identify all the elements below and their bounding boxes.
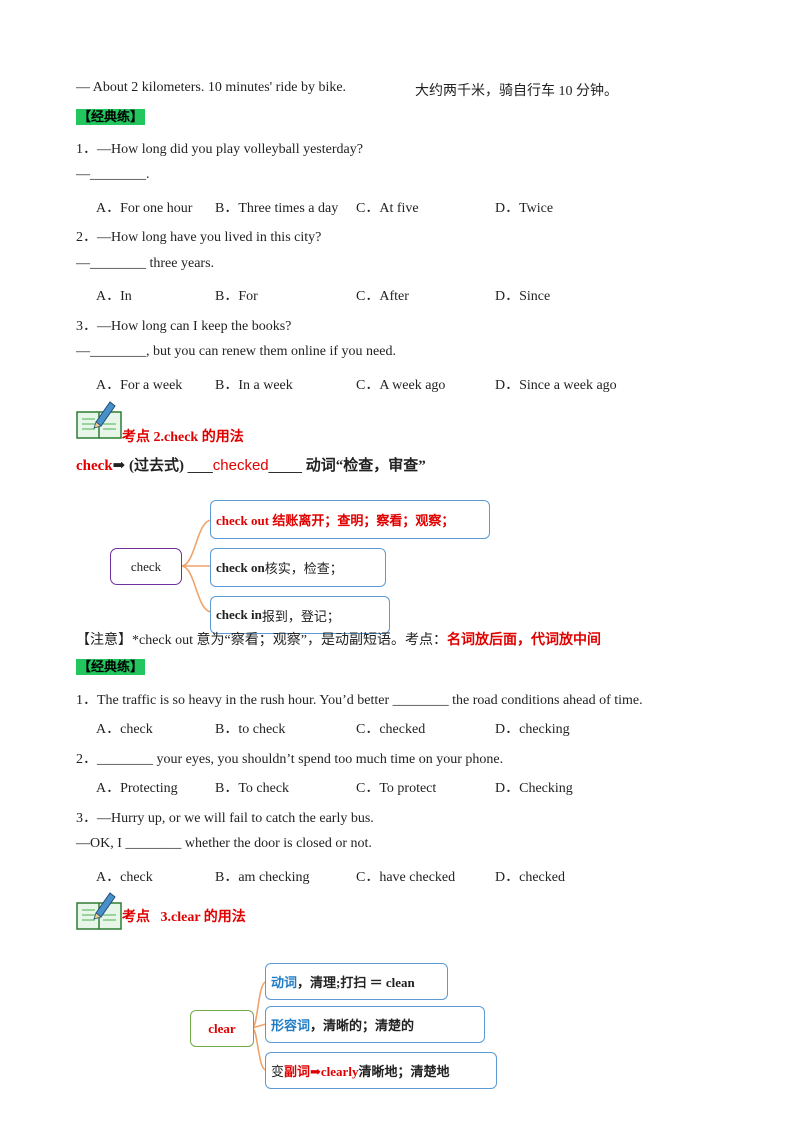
option-b[interactable]: B．am checking	[215, 870, 310, 885]
option-c[interactable]: C．A week ago	[356, 378, 446, 393]
question-3: 3．—Hurry up, or we will fail to catch th…	[76, 811, 374, 826]
branch-verb-meaning: ，清理;打扫 ＝ clean	[297, 975, 415, 990]
option-a[interactable]: A．check	[96, 722, 153, 737]
branch-adverb: 变副词➡clearly 清晰地；清楚地	[265, 1052, 497, 1089]
branch-check-on-term: check on	[216, 559, 265, 575]
option-d[interactable]: D．Twice	[495, 201, 554, 216]
option-d[interactable]: D．Checking	[495, 781, 573, 796]
option-a[interactable]: A．In	[96, 289, 132, 304]
branch-adjective-meaning: ，清晰的；清楚的	[310, 1018, 415, 1033]
branch-check-in: check in 报到，登记；	[210, 596, 390, 634]
option-a[interactable]: A．For a week	[96, 378, 183, 393]
question-2: 2．________ your eyes, you shouldn’t spen…	[76, 752, 504, 767]
section-title-text: 2.check 的用法	[153, 430, 244, 445]
option-b[interactable]: B．In a week	[215, 378, 293, 393]
branch-adjective-pos: 形容词	[271, 1018, 311, 1033]
option-c[interactable]: C．have checked	[356, 870, 456, 885]
section-title-prefix: 考点	[122, 430, 150, 445]
check-past-line: check➡ (过去式) ___checked____ 动词“检查，审查”	[76, 454, 426, 475]
option-a[interactable]: A．check	[96, 870, 153, 885]
branch-adverb-meaning: 清晰地；清楚地	[358, 1064, 450, 1079]
mind-map-center: clear	[190, 1010, 254, 1047]
branch-verb: 动词，清理;打扫 ＝ clean	[265, 963, 448, 1000]
blank-left: ___	[187, 457, 213, 474]
branch-check-out-label: check out 结账离开；查明；察看；观察；	[216, 513, 455, 528]
arrow-icon: ➡	[112, 458, 126, 474]
branch-adverb-prefix: 变	[271, 1064, 285, 1079]
option-a[interactable]: A．For one hour	[96, 201, 193, 216]
question-1: 1．The traffic is so heavy in the rush ho…	[76, 693, 643, 708]
past-tense-label: (过去式)	[125, 458, 188, 474]
book-pencil-icon	[76, 892, 122, 930]
option-a[interactable]: A．Protecting	[96, 781, 178, 796]
option-c[interactable]: C．After	[356, 289, 409, 304]
branch-adjective: 形容词，清晰的；清楚的	[265, 1006, 485, 1043]
option-b[interactable]: B．to check	[215, 722, 286, 737]
answer-line: — About 2 kilometers. 10 minutes' ride b…	[76, 80, 347, 95]
branch-adverb-pos: 副词➡clearly	[284, 1064, 359, 1079]
blank-right: ____	[268, 457, 303, 474]
section-title: 考点 2.check 的用法	[122, 426, 244, 446]
option-d[interactable]: D．Since	[495, 289, 551, 304]
section-title: 考点 3.clear 的用法	[122, 906, 246, 926]
branch-check-in-term: check in	[216, 607, 262, 622]
past-form: checked	[212, 457, 269, 474]
option-c[interactable]: C．To protect	[356, 781, 437, 796]
branch-check-on: check on 核实，检查；	[210, 548, 386, 587]
note-text: 【注意】*check out 意为“察看；观察”，是动副短语。考点：	[76, 633, 447, 648]
answer-blank-3: —OK, I ________ whether the door is clos…	[76, 836, 372, 851]
section-title-text: 3.clear 的用法	[160, 910, 246, 925]
answer-blank-2: —________ three years.	[76, 256, 215, 271]
word-check: check	[76, 458, 113, 474]
question-2: 2．—How long have you lived in this city?	[76, 230, 322, 245]
option-c[interactable]: C．At five	[356, 201, 419, 216]
branch-check-out: check out 结账离开；查明；察看；观察；	[210, 500, 490, 539]
option-b[interactable]: B．Three times a day	[215, 201, 339, 216]
section-title-prefix: 考点	[122, 910, 150, 925]
option-b[interactable]: B．For	[215, 289, 258, 304]
note-line: 【注意】*check out 意为“察看；观察”，是动副短语。考点：名词放后面，…	[76, 629, 601, 649]
answer-blank-1: —________.	[76, 167, 150, 182]
mind-map-center: check	[110, 548, 182, 585]
branch-check-in-meaning: 报到，登记；	[261, 608, 340, 624]
meaning: 动词“检查，审查”	[302, 458, 426, 474]
answer-translation: 大约两千米，骑自行车 10 分钟。	[415, 84, 618, 99]
answer-blank-3: —________, but you can renew them online…	[76, 344, 396, 359]
practice-tag: 【经典练】	[76, 109, 146, 125]
book-pencil-icon	[76, 401, 122, 439]
question-1: 1．—How long did you play volleyball yest…	[76, 142, 363, 157]
note-highlight: 名词放后面，代词放中间	[446, 633, 601, 648]
option-d[interactable]: D．checking	[495, 722, 570, 737]
branch-check-on-meaning: 核实，检查；	[264, 561, 343, 576]
mind-map-center-label: clear	[208, 1020, 236, 1036]
practice-tag: 【经典练】	[76, 659, 146, 675]
option-c[interactable]: C．checked	[356, 722, 426, 737]
branch-verb-pos: 动词	[271, 975, 298, 990]
mind-map-center-label: check	[130, 558, 162, 574]
question-3: 3．—How long can I keep the books?	[76, 319, 292, 334]
option-d[interactable]: D．checked	[495, 870, 565, 885]
option-d[interactable]: D．Since a week ago	[495, 378, 617, 393]
option-b[interactable]: B．To check	[215, 781, 290, 796]
